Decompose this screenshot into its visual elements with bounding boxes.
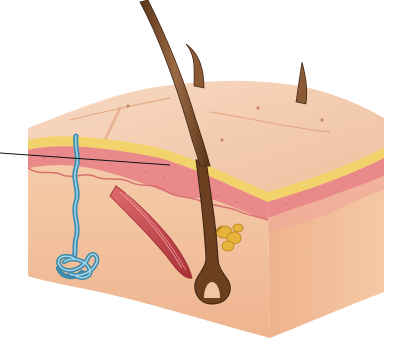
pore xyxy=(126,104,129,107)
pore xyxy=(256,106,259,109)
pore xyxy=(320,118,323,121)
pore xyxy=(220,138,223,141)
small-hair xyxy=(296,62,307,104)
small-hair xyxy=(186,44,204,88)
